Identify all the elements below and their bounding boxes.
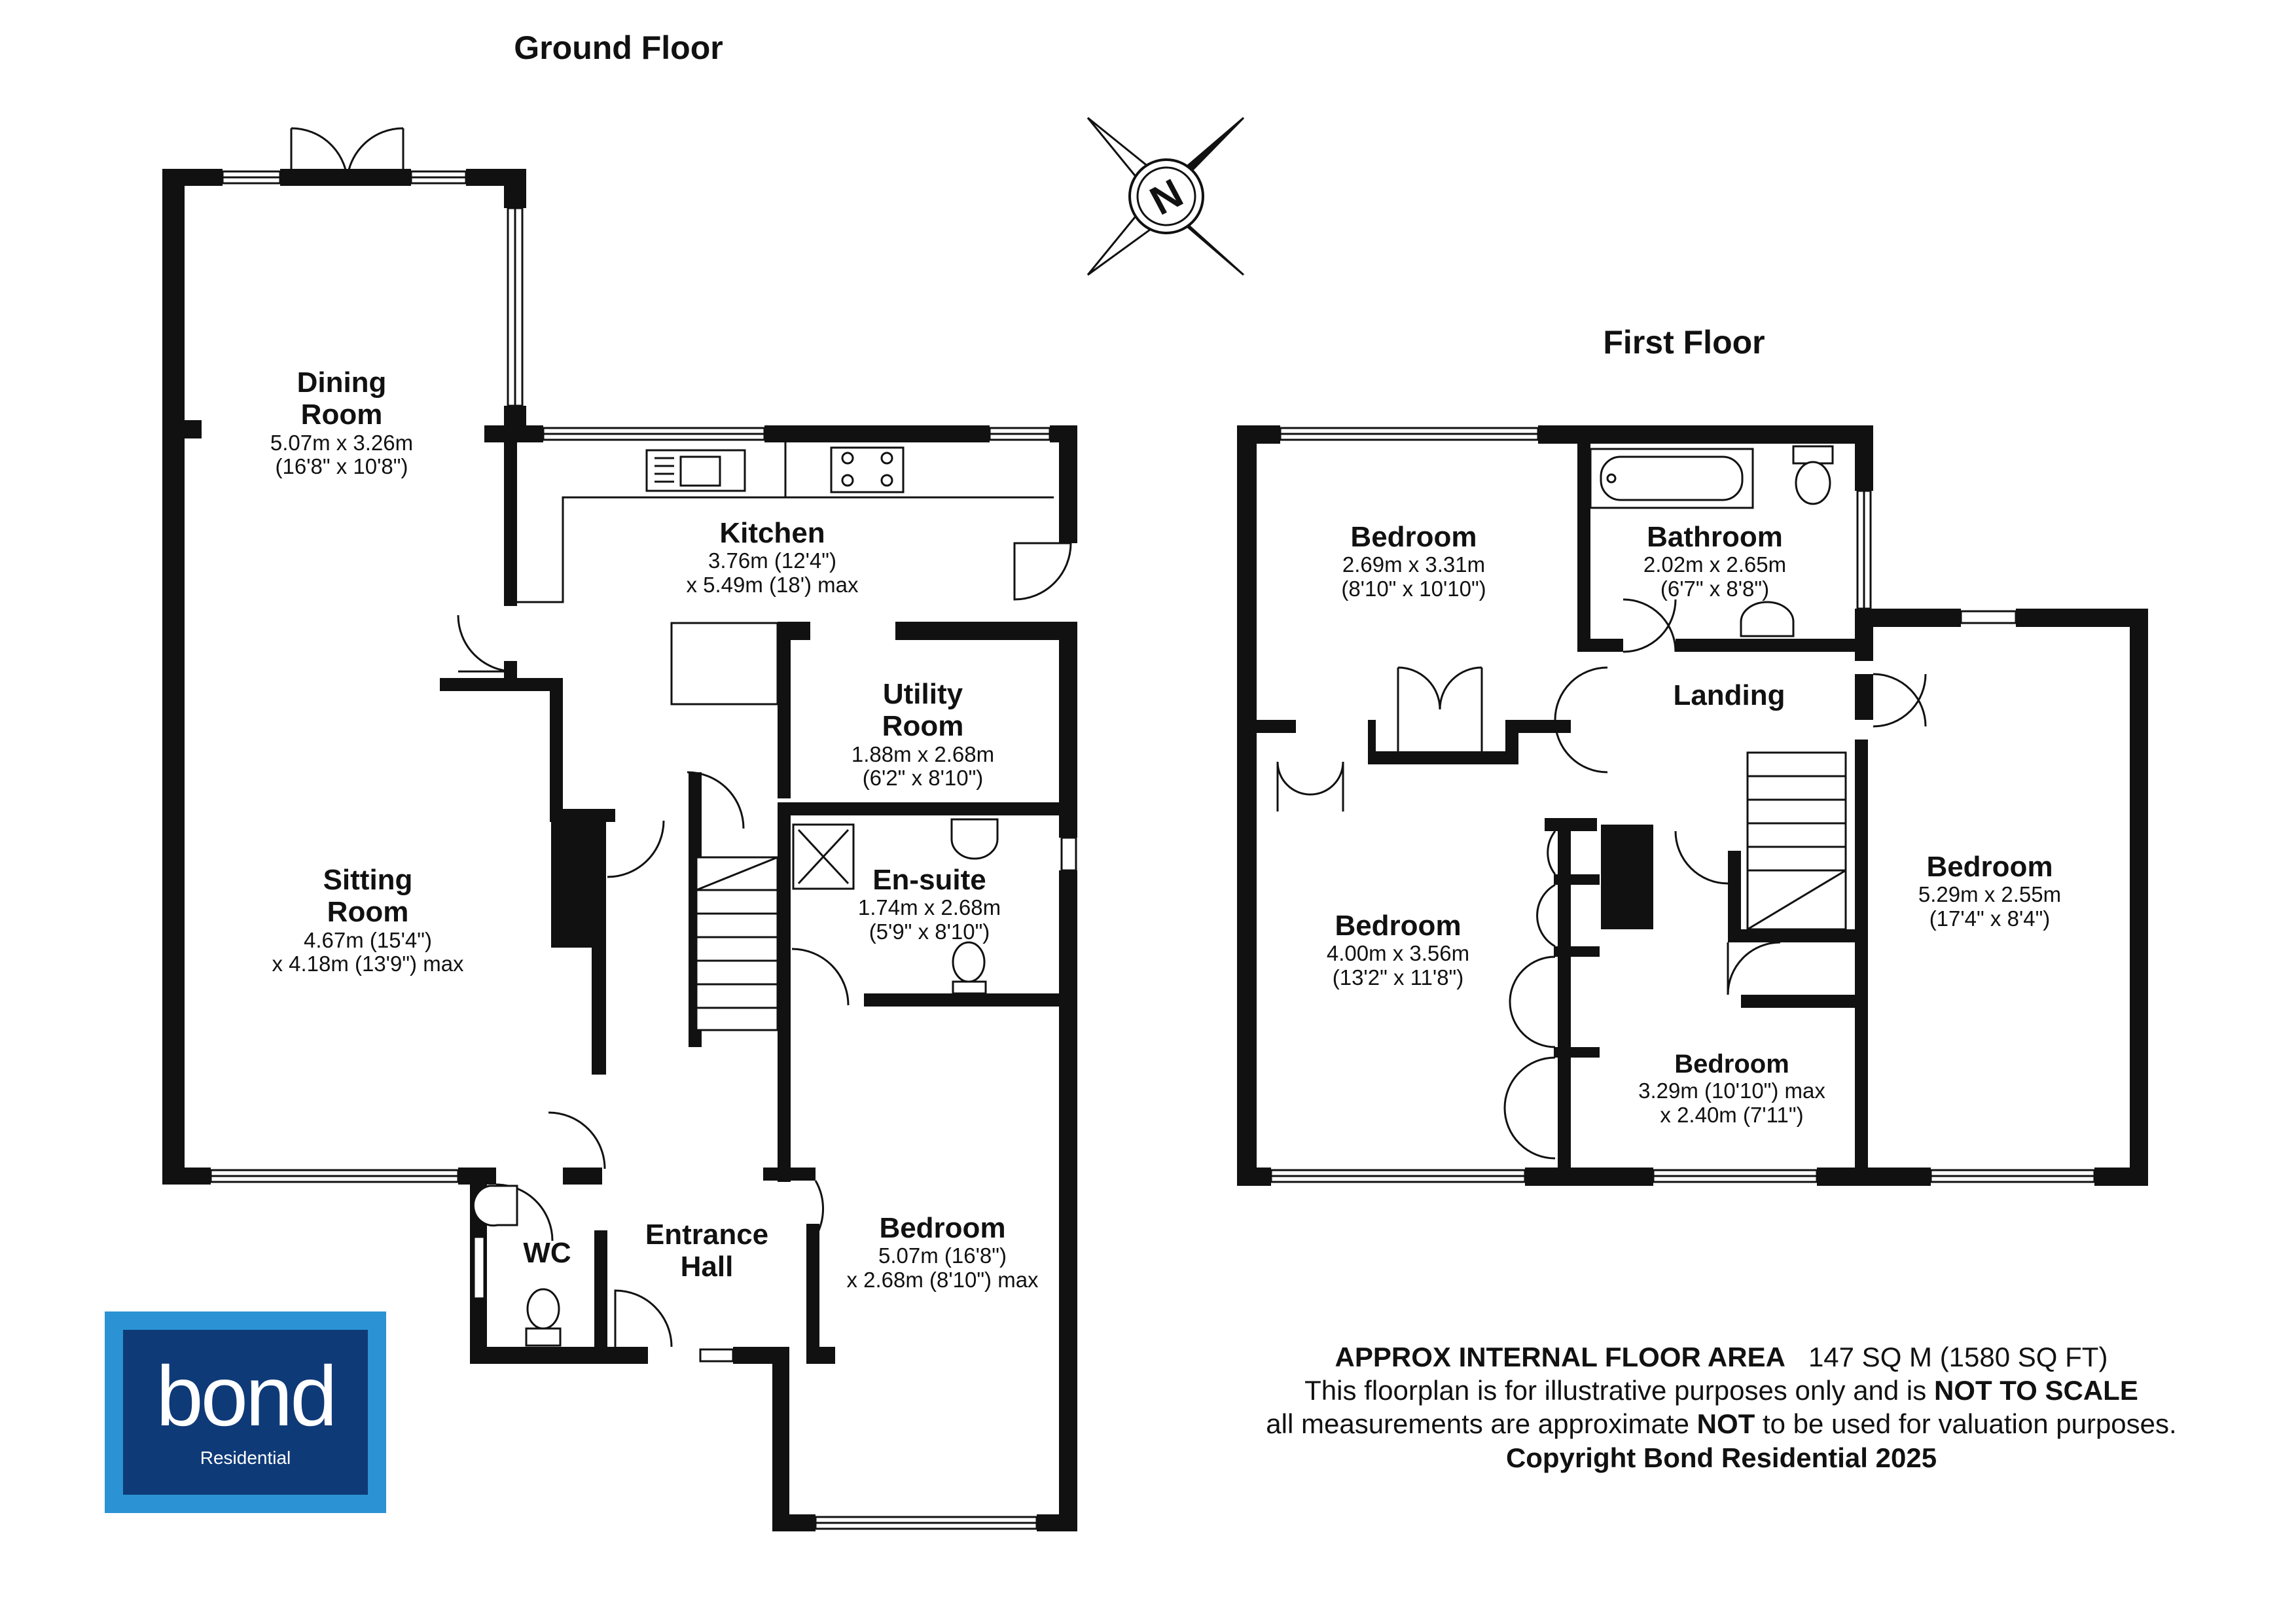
ground-floor-walls xyxy=(162,169,1077,1531)
room-label-bedroom-right: Bedroom 5.29m x 2.55m (17'4" x 8'4") xyxy=(1918,851,2062,931)
room-label-bedroom-ground: Bedroom 5.07m (16'8") x 2.68m (8'10") ma… xyxy=(846,1212,1039,1293)
first-floor-fixtures xyxy=(1589,445,1834,637)
room-label-sitting-room: Sitting Room 4.67m (15'4") x 4.18m (13'9… xyxy=(272,864,464,976)
logo-inner-panel: bond Residential xyxy=(123,1330,368,1495)
room-label-bathroom: Bathroom 2.02m x 2.65m (6'7" x 8'8") xyxy=(1643,521,1787,601)
area-value: 147 SQ M (1580 SQ FT) xyxy=(1808,1342,2108,1372)
room-label-dining-room: Dining Room 5.07m x 3.26m (16'8" x 10'8"… xyxy=(270,366,414,479)
copyright: Copyright Bond Residential 2025 xyxy=(1505,1442,1937,1473)
first-floor-walls xyxy=(1237,425,2148,1186)
valuation-line: all measurements are approximate NOT to … xyxy=(1185,1407,2258,1440)
floorplan-disclaimer: APPROX INTERNAL FLOOR AREA 147 SQ M (158… xyxy=(1185,1340,2258,1474)
room-label-bedroom-rear-left: Bedroom 4.00m x 3.56m (13'2" x 11'8") xyxy=(1326,910,1470,990)
area-line: APPROX INTERNAL FLOOR AREA 147 SQ M (158… xyxy=(1185,1340,2258,1374)
first-floor-doors xyxy=(1276,598,1927,1160)
ground-floor-windows xyxy=(209,170,1077,1530)
room-label-bedroom-front-left: Bedroom 2.69m x 3.31m (8'10" x 10'10") xyxy=(1341,521,1486,601)
room-label-utility-room: Utility Room 1.88m x 2.68m (6'2" x 8'10"… xyxy=(851,678,995,791)
room-label-bedroom-small: Bedroom 3.29m (10'10") max x 2.40m (7'11… xyxy=(1638,1050,1825,1127)
valuation-not: NOT xyxy=(1696,1408,1755,1440)
logo-word: bond xyxy=(156,1348,337,1444)
room-label-landing: Landing xyxy=(1673,679,1785,711)
valuation-text-b: to be used for valuation purposes. xyxy=(1762,1408,2177,1440)
room-label-entrance-hall: Entrance Hall xyxy=(645,1219,769,1283)
room-label-kitchen: Kitchen 3.76m (12'4") x 5.49m (18') max xyxy=(686,517,859,597)
scale-line: This floorplan is for illustrative purpo… xyxy=(1185,1374,2258,1407)
ground-floor-title: Ground Floor xyxy=(514,29,723,66)
bond-residential-logo: bond Residential xyxy=(105,1311,386,1513)
first-floor-title: First Floor xyxy=(1603,324,1765,361)
area-label: APPROX INTERNAL FLOOR AREA xyxy=(1335,1342,1785,1372)
room-label-wc: WC xyxy=(523,1237,571,1269)
scale-text: This floorplan is for illustrative purpo… xyxy=(1304,1375,1927,1406)
compass xyxy=(1086,116,1245,276)
not-to-scale: NOT TO SCALE xyxy=(1933,1375,2138,1406)
ground-floor-stairs xyxy=(670,622,779,1031)
first-floor-stairs xyxy=(1746,751,1847,931)
logo-subtitle: Residential xyxy=(200,1448,291,1468)
first-floor-windows xyxy=(1270,427,2096,1183)
valuation-text-a: all measurements are approximate xyxy=(1266,1408,1689,1440)
room-label-en-suite: En-suite 1.74m x 2.68m (5'9" x 8'10") xyxy=(857,864,1001,944)
ground-floor-fixtures xyxy=(472,442,1054,1347)
